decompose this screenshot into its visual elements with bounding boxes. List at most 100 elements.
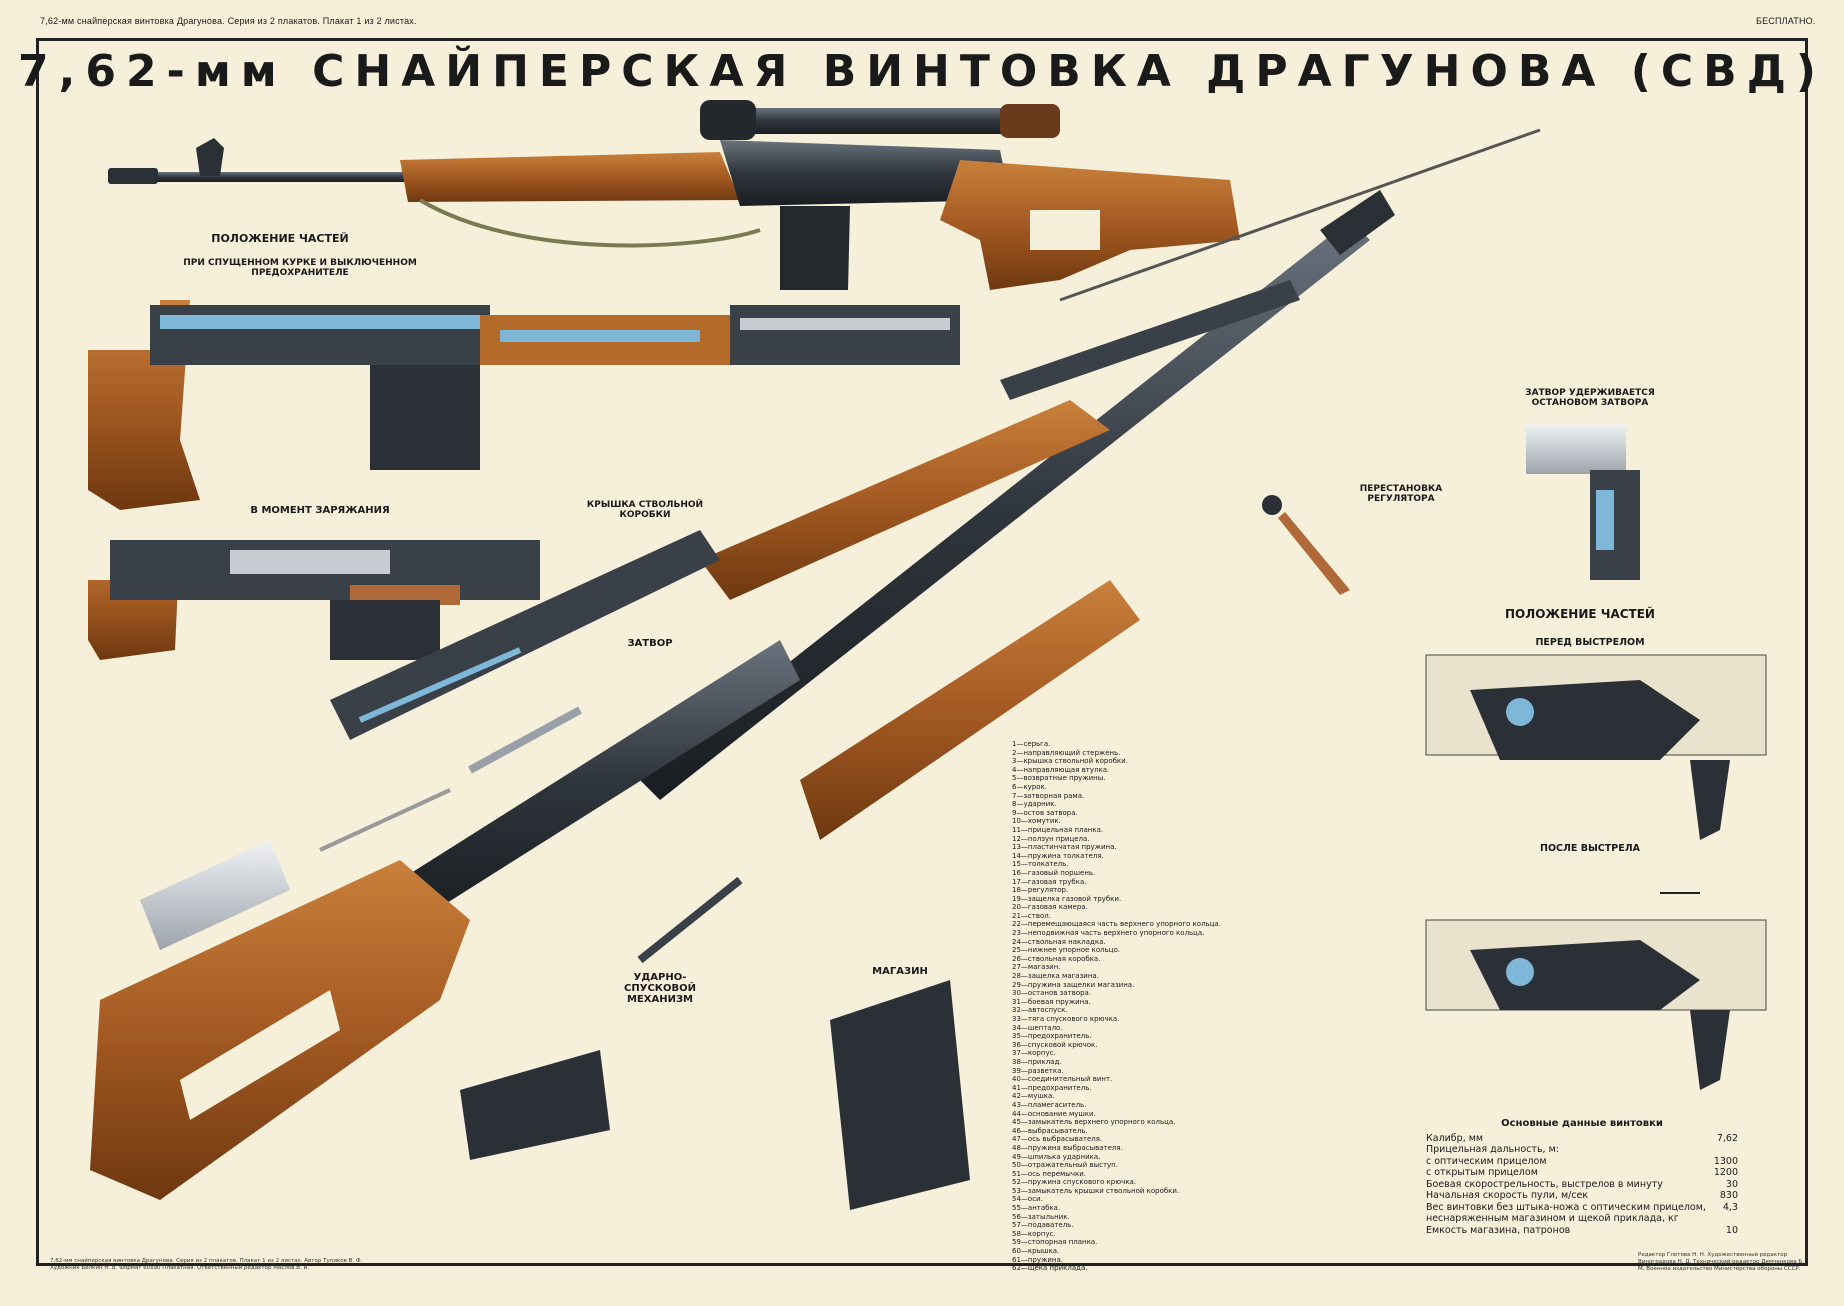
legend-item: 61—пружина. (1012, 1255, 1064, 1264)
legend-item: 47—ось выбрасывателя. (1012, 1135, 1103, 1144)
caption-parts-position: ПОЛОЖЕНИЕ ЧАСТЕЙ (211, 232, 349, 245)
cutaway-barrel (740, 318, 950, 330)
gas-tube (1000, 280, 1300, 400)
scope-objective (700, 100, 756, 140)
spec-value: 30 (1725, 1178, 1738, 1190)
caption-loading: В МОМЕНТ ЗАРЯЖАНИЯ (250, 505, 390, 516)
cutaway-loading (88, 540, 540, 660)
rifle-handguard (400, 152, 740, 202)
legend-item: 15—толкатель. (1012, 860, 1069, 869)
legend-item: 55—антабка. (1012, 1204, 1061, 1213)
barrel (640, 220, 1370, 800)
legend-item: 7—затворная рама. (1012, 791, 1085, 800)
legend-item: 38—приклад. (1012, 1057, 1062, 1066)
spec-label: с открытым прицелом (1426, 1167, 1538, 1178)
flash-suppressor (1320, 190, 1395, 255)
trigger-before-shot (1425, 654, 1767, 840)
caption-receiver-cover: КРЫШКА СТВОЛЬНОЙ КОРОБКИ (586, 500, 704, 520)
legend-item: 14—пружина толкателя. (1012, 851, 1104, 860)
cleaning-rod (1059, 128, 1541, 302)
front-sight (196, 138, 224, 176)
spec-label: Калибр, мм (1426, 1132, 1484, 1144)
header-free-text: БЕСПЛАТНО. (1756, 16, 1816, 26)
legend-item: 51—ось перемычки. (1012, 1169, 1086, 1178)
poster-title: 7,62-мм СНАЙПЕРСКАЯ ВИНТОВКА ДРАГУНОВА (… (18, 46, 1826, 97)
legend-item: 31—боевая пружина. (1012, 997, 1091, 1006)
spec-label: с оптическим прицелом (1426, 1155, 1547, 1167)
receiver (400, 640, 800, 920)
legend-item: 58—корпус. (1012, 1229, 1056, 1238)
complete-rifle (108, 100, 1240, 290)
bolt (468, 706, 582, 774)
caption-bolt-stop: ЗАТВОР УДЕРЖИВАЕТСЯ ОСТАНОВОМ ЗАТВОРА (1525, 388, 1655, 408)
legend-item: 24—ствольная накладка. (1012, 937, 1106, 946)
stock-thumbhole (1030, 210, 1100, 250)
header-series-text: 7,62-мм снайперская винтовка Драгунова. … (40, 16, 417, 26)
legend-item: 50—отражательный выступ. (1012, 1161, 1118, 1170)
spec-value: 1300 (1713, 1155, 1738, 1167)
regulator-diagram (1262, 495, 1350, 595)
firing-pin (319, 788, 451, 852)
legend-item: 41—предохранитель. (1012, 1083, 1092, 1092)
exploded-small-parts (140, 706, 970, 1210)
footer-left: 7,62-мм снайперская винтовка Драгунова. … (50, 1258, 363, 1271)
spec-row: с открытым прицелом 1200 (1426, 1167, 1738, 1179)
cutaway-gas-piston (500, 330, 700, 342)
legend-item: 17—газовая трубка. (1012, 877, 1087, 886)
legend-item: 39—разветка. (1012, 1066, 1064, 1075)
spec-value (1712, 1144, 1738, 1156)
legend-item: 26—ствольная коробка. (1012, 954, 1101, 963)
parts-legend: 1—серьга.2—направляющий стержень.3—крышк… (1012, 740, 1221, 1273)
legend-item: 2—направляющий стержень. (1012, 748, 1121, 757)
spec-row: Вес винтовки без штыка-ножа с оптическим… (1426, 1202, 1738, 1225)
loading-bolt-carrier (230, 550, 390, 574)
legend-item: 18—регулятор. (1012, 886, 1069, 895)
legend-item: 29—пружина защелки магазина. (1012, 980, 1135, 989)
legend-item: 46—выбрасыватель. (1012, 1126, 1088, 1135)
legend-item: 5—возвратные пружины. (1012, 774, 1106, 783)
spec-row: Прицельная дальность, м: (1426, 1144, 1738, 1156)
specs-title: Основные данные винтовки (1501, 1118, 1663, 1129)
footer-right: Редактор Глотова Н. Н. Художественный ре… (1638, 1252, 1804, 1272)
exploded-handguards (700, 400, 1140, 840)
spec-value: 1200 (1713, 1167, 1738, 1178)
caption-before-shot: ПЕРЕД ВЫСТРЕЛОМ (1535, 637, 1645, 648)
legend-item: 62—щека приклада. (1012, 1264, 1088, 1273)
legend-item: 20—газовая камера. (1012, 903, 1088, 912)
legend-item: 11—прицельная планка. (1012, 825, 1104, 834)
spec-value: 10 (1725, 1224, 1738, 1236)
caption-regulator: ПЕРЕСТАНОВКА РЕГУЛЯТОРА (1359, 484, 1443, 504)
rifle-receiver (720, 140, 1010, 206)
legend-item: 10—хомутик. (1012, 817, 1061, 826)
bolt-carrier (140, 840, 290, 950)
legend-item: 16—газовый поршень. (1012, 868, 1096, 877)
trigger-after-shot (1425, 892, 1767, 1090)
legend-item: 4—направляющая втулка. (1012, 765, 1110, 774)
spec-value: 4,3 (1722, 1201, 1738, 1213)
buttstock-thumbhole (180, 990, 340, 1120)
lower-handguard (800, 580, 1140, 840)
legend-item: 33—тяга спускового крючка. (1012, 1015, 1120, 1023)
legend-item: 43—пламегаситель. (1012, 1100, 1087, 1109)
legend-item: 45—замыкатель верхнего упорного кольца. (1012, 1118, 1176, 1127)
scope-eyepiece (1000, 104, 1060, 138)
legend-item: 12—ползун прицела. (1012, 834, 1090, 843)
cutaway-recoil-spring (160, 315, 480, 329)
return-spring (358, 647, 522, 723)
poster-border (36, 38, 1808, 1266)
legend-item: 27—магазин. (1012, 963, 1061, 972)
caption-trigger: УДАРНО-СПУСКОВОЙ МЕХАНИЗМ (624, 972, 696, 1005)
caption-bolt: ЗАТВОР (627, 638, 673, 649)
spec-value: 830 (1719, 1190, 1738, 1201)
cutaway-magazine (370, 365, 480, 470)
spec-label: Боевая скорострельность, выстрелов в мин… (1426, 1178, 1663, 1190)
legend-item: 36—спусковой крючок. (1012, 1040, 1098, 1049)
legend-item: 34—шептало. (1012, 1023, 1063, 1032)
spec-row: Боевая скорострельность, выстрелов в мин… (1426, 1179, 1738, 1191)
legend-item: 53—замыкатель крышки ствольной коробки. (1012, 1186, 1180, 1195)
flash-hider (108, 168, 158, 184)
legend-item: 1—серьга. (1012, 740, 1051, 748)
